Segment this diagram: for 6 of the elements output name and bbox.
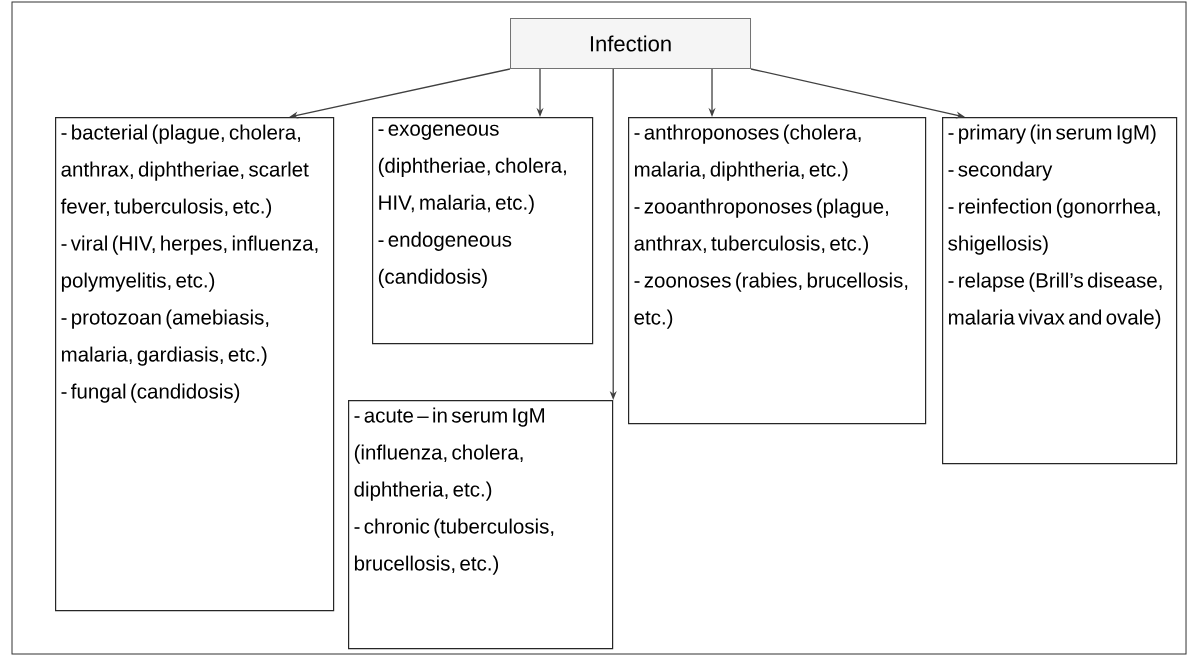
category-box: - anthroponoses (cholera, malaria, diphtheria, etc.) - zooanthroponoses (plague, anthrax, tuberculosis, etc.) - zoonoses (rabies, brucellosis, etc.) — [628, 117, 927, 425]
category-box: - primary (in serum IgM) - secondary - reinfection (gonorrhea, shigellosis) - relapse (Brill’s disease, malaria vivax and ovale) — [942, 117, 1178, 465]
category-box: - bacterial (plague, cholera, anthrax, diphtheriae, scarlet fever, tuberculosis, etc.) - viral (HIV, herpes, influenza, polymyelitis, etc.) - protozoan (amebiasis, malaria, gardiasis, etc.) - fungal (candidosis) — [55, 117, 335, 612]
category-box: - acute – in serum IgM (influenza, cholera, diphtheria, etc.) - chronic (tuberculosis, brucellosis, etc.) — [348, 400, 614, 650]
category-box: - exogeneous (diphtheriae, cholera, HIV, malaria, etc.) - endogeneous (candidosis) — [372, 117, 594, 345]
root-box: Infection — [510, 18, 751, 69]
